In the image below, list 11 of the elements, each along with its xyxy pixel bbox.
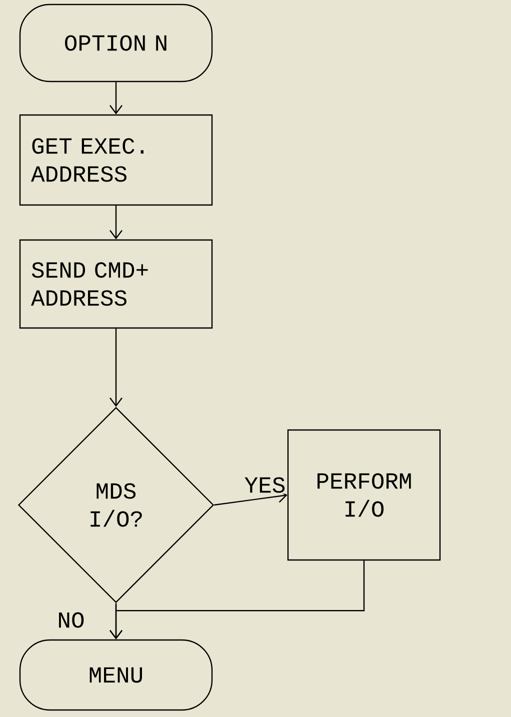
arrow xyxy=(110,206,122,240)
arrow xyxy=(110,82,122,114)
terminal-box: MENU xyxy=(19,639,213,711)
edge-label: NO xyxy=(56,611,86,629)
process-box: PERFORM I/O xyxy=(287,429,441,561)
process-box: GET EXEC. ADDRESS xyxy=(19,114,213,206)
arrow xyxy=(110,328,122,407)
process-box: SEND CMD+ ADDRESS xyxy=(19,239,213,329)
edge-label: YES xyxy=(243,476,287,494)
terminal-box: OPTION N xyxy=(19,4,213,82)
arrow xyxy=(110,560,365,640)
